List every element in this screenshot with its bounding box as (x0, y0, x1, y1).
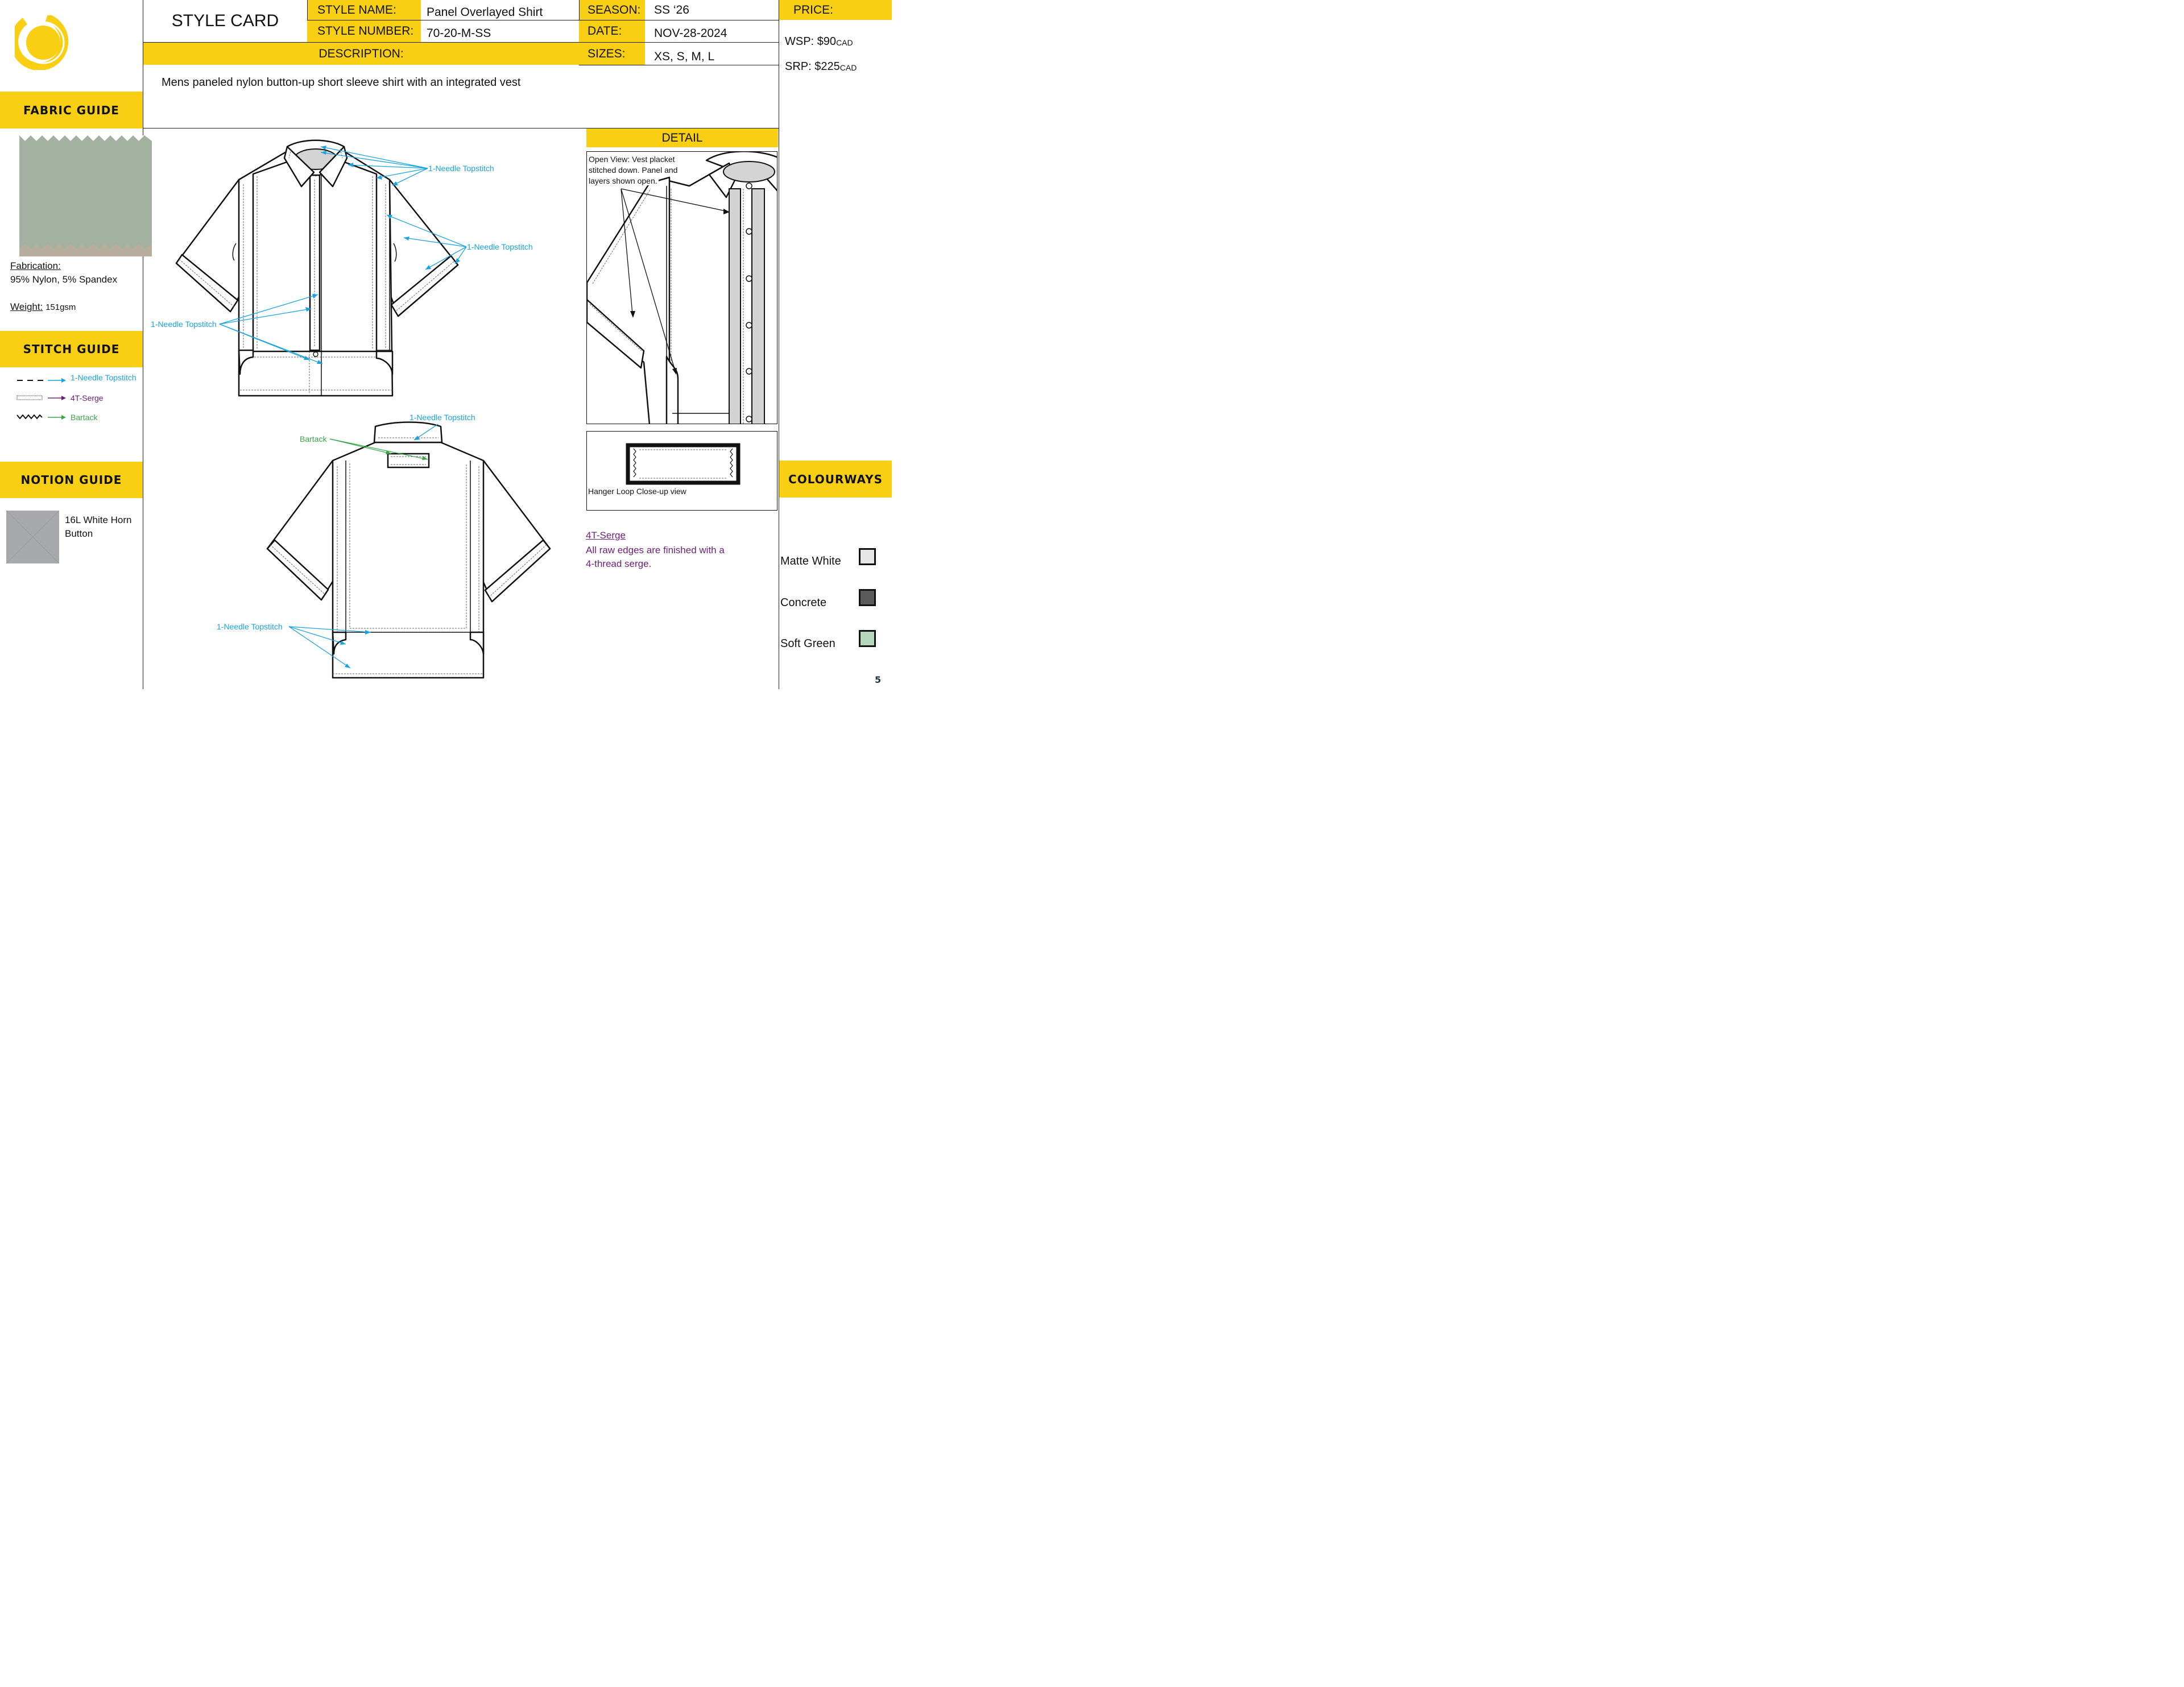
style-number-value: 70-20-M-SS (427, 27, 491, 40)
description-label: DESCRIPTION: (143, 43, 579, 65)
back-callout-arrows (288, 424, 439, 669)
fabric-swatch (19, 135, 152, 256)
button-swatch (6, 510, 60, 564)
sizes-label: SIZES: (579, 43, 645, 65)
style-name-label: STYLE NAME: (307, 0, 421, 20)
style-card-title: STYLE CARD (171, 11, 279, 30)
fabric-guide-title: FABRIC GUIDE (0, 92, 143, 129)
open-view-line1: Open View: Vest placket (589, 155, 676, 164)
notion-guide-title: NOTION GUIDE (0, 462, 143, 498)
front-callout-collar-topstitch: 1-Needle Topstitch (428, 164, 494, 173)
style-name-value: Panel Overlayed Shirt (427, 5, 543, 19)
description-text: Mens paneled nylon button-up short sleev… (162, 76, 521, 89)
front-callout-sleeve-topstitch: 1-Needle Topstitch (467, 242, 533, 251)
stitch-guide-title: STITCH GUIDE (0, 331, 143, 367)
back-callout-hem-topstitch: 1-Needle Topstitch (217, 622, 283, 631)
hanger-loop-box (586, 431, 777, 511)
back-callout-collar-topstitch: 1-Needle Topstitch (410, 413, 475, 422)
front-callout-arrows (219, 146, 467, 364)
hanger-loop-caption: Hanger Loop Close-up view (588, 487, 686, 496)
detail-open-view-box (586, 151, 777, 424)
sizes-value: XS, S, M, L (654, 49, 715, 63)
season-value: SS ‘26 (654, 3, 689, 16)
colourway-matte-white-name: Matte White (780, 555, 841, 567)
fabrication-value: 95% Nylon, 5% Spandex (10, 274, 118, 285)
description-bottom-rule (143, 128, 779, 129)
page-number: 5 (875, 674, 882, 685)
serge-note-line2: 4-thread serge. (586, 558, 652, 569)
date-value: NOV-28-2024 (654, 27, 727, 40)
open-view-line3: layers shown open. (589, 176, 659, 185)
header-rule-2 (143, 42, 779, 43)
stitch-legend (16, 372, 70, 424)
colourway-concrete-swatch (859, 589, 876, 606)
back-callout-bartack: Bartack (300, 434, 327, 443)
weight-row: Weight: 151gsm (10, 301, 76, 312)
notion-item-line1: 16L White Horn (65, 515, 132, 525)
style-number-label: STYLE NUMBER: (307, 20, 421, 42)
stitch-item-serge: 4T-Serge (71, 393, 104, 403)
front-callout-panel-topstitch: 1-Needle Topstitch (151, 320, 217, 329)
fabrication-label: Fabrication: (10, 260, 61, 271)
colourway-concrete-name: Concrete (780, 596, 827, 609)
colourway-soft-green-name: Soft Green (780, 637, 835, 650)
stitch-item-topstitch: 1-Needle Topstitch (71, 373, 136, 382)
season-label: SEASON: (579, 0, 645, 20)
stitch-item-bartack: Bartack (71, 413, 98, 422)
notion-item-line2: Button (65, 528, 93, 539)
price-label: PRICE: (779, 0, 892, 20)
date-label: DATE: (579, 20, 645, 42)
front-shirt-flat (171, 135, 466, 403)
detail-title: DETAIL (586, 129, 778, 147)
back-shirt-flat (264, 421, 555, 682)
serge-note-line1: All raw edges are finished with a (586, 545, 725, 556)
serge-note-title: 4T-Serge (586, 530, 626, 541)
brand-logo (10, 14, 72, 71)
open-view-line2: stitched down. Panel and (589, 165, 679, 175)
colourway-matte-white-swatch (859, 548, 876, 565)
colourway-soft-green-swatch (859, 630, 876, 647)
colourways-title: COLOURWAYS (779, 461, 892, 498)
